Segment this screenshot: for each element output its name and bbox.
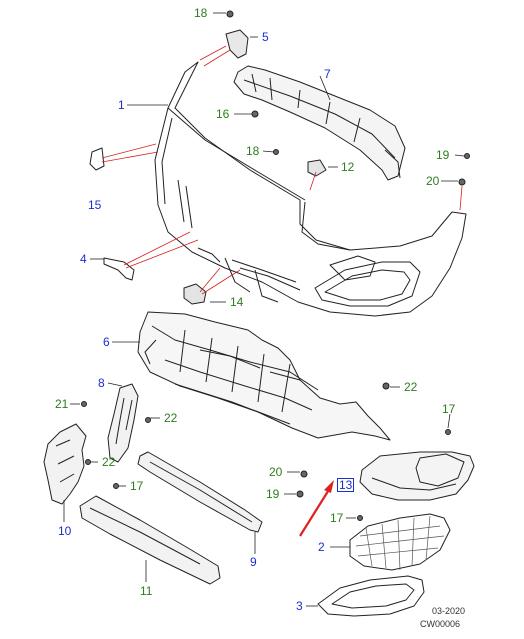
callout-5: 5 bbox=[262, 30, 269, 44]
undertray bbox=[137, 311, 391, 441]
callout-8: 8 bbox=[98, 376, 105, 390]
upper-mount bbox=[225, 29, 249, 59]
retaining-clip bbox=[307, 159, 327, 177]
callout-21: 21 bbox=[55, 397, 69, 411]
callout-17-grille: 17 bbox=[330, 511, 344, 525]
side-panel bbox=[359, 451, 475, 501]
left-clip-bracket bbox=[89, 147, 105, 171]
callout-10: 10 bbox=[58, 524, 72, 538]
side-bracket bbox=[107, 383, 139, 463]
callout-16: 16 bbox=[216, 107, 230, 121]
callout-19-lower: 19 bbox=[266, 487, 280, 501]
callout-11: 11 bbox=[140, 584, 153, 598]
callout-3: 3 bbox=[296, 599, 303, 613]
callout-22-left: 22 bbox=[102, 455, 116, 469]
trim-ring bbox=[317, 575, 425, 617]
callout-9: 9 bbox=[250, 555, 257, 569]
red-leader-lines bbox=[101, 45, 463, 295]
callout-17-right: 17 bbox=[442, 402, 456, 416]
callout-2: 2 bbox=[318, 540, 325, 554]
callout-20-lower: 20 bbox=[269, 465, 283, 479]
front-splitter bbox=[79, 495, 221, 585]
callout-22-right: 22 bbox=[404, 380, 418, 394]
callout-17-left: 17 bbox=[130, 479, 144, 493]
grille-insert bbox=[349, 513, 451, 571]
callout-18-mid: 18 bbox=[246, 144, 260, 158]
highlight-arrow bbox=[299, 480, 334, 537]
callout-18-top: 18 bbox=[194, 6, 208, 20]
callout-22-mid: 22 bbox=[164, 411, 178, 425]
callout-6: 6 bbox=[103, 335, 110, 349]
callout-1: 1 bbox=[118, 98, 125, 112]
fasteners bbox=[81, 10, 470, 521]
callout-20-right: 20 bbox=[426, 174, 440, 188]
leader-lines bbox=[63, 12, 465, 607]
callout-12: 12 bbox=[341, 160, 355, 174]
bumper-beam bbox=[233, 65, 406, 181]
corner-deflector bbox=[43, 423, 87, 505]
callout-4: 4 bbox=[80, 252, 87, 266]
callout-15: 15 bbox=[88, 198, 102, 212]
tow-cover-strip bbox=[103, 257, 135, 281]
callout-19-right: 19 bbox=[436, 148, 450, 162]
callout-7: 7 bbox=[324, 67, 331, 81]
footer-date: 03-2020 bbox=[432, 606, 466, 616]
callout-14: 14 bbox=[230, 295, 244, 309]
sensor-bracket bbox=[183, 283, 207, 305]
footer-code: CW00006 bbox=[420, 619, 461, 629]
lower-trim-strip bbox=[137, 451, 263, 533]
bumper-cover bbox=[154, 61, 467, 317]
callout-13: 13 bbox=[337, 478, 355, 492]
